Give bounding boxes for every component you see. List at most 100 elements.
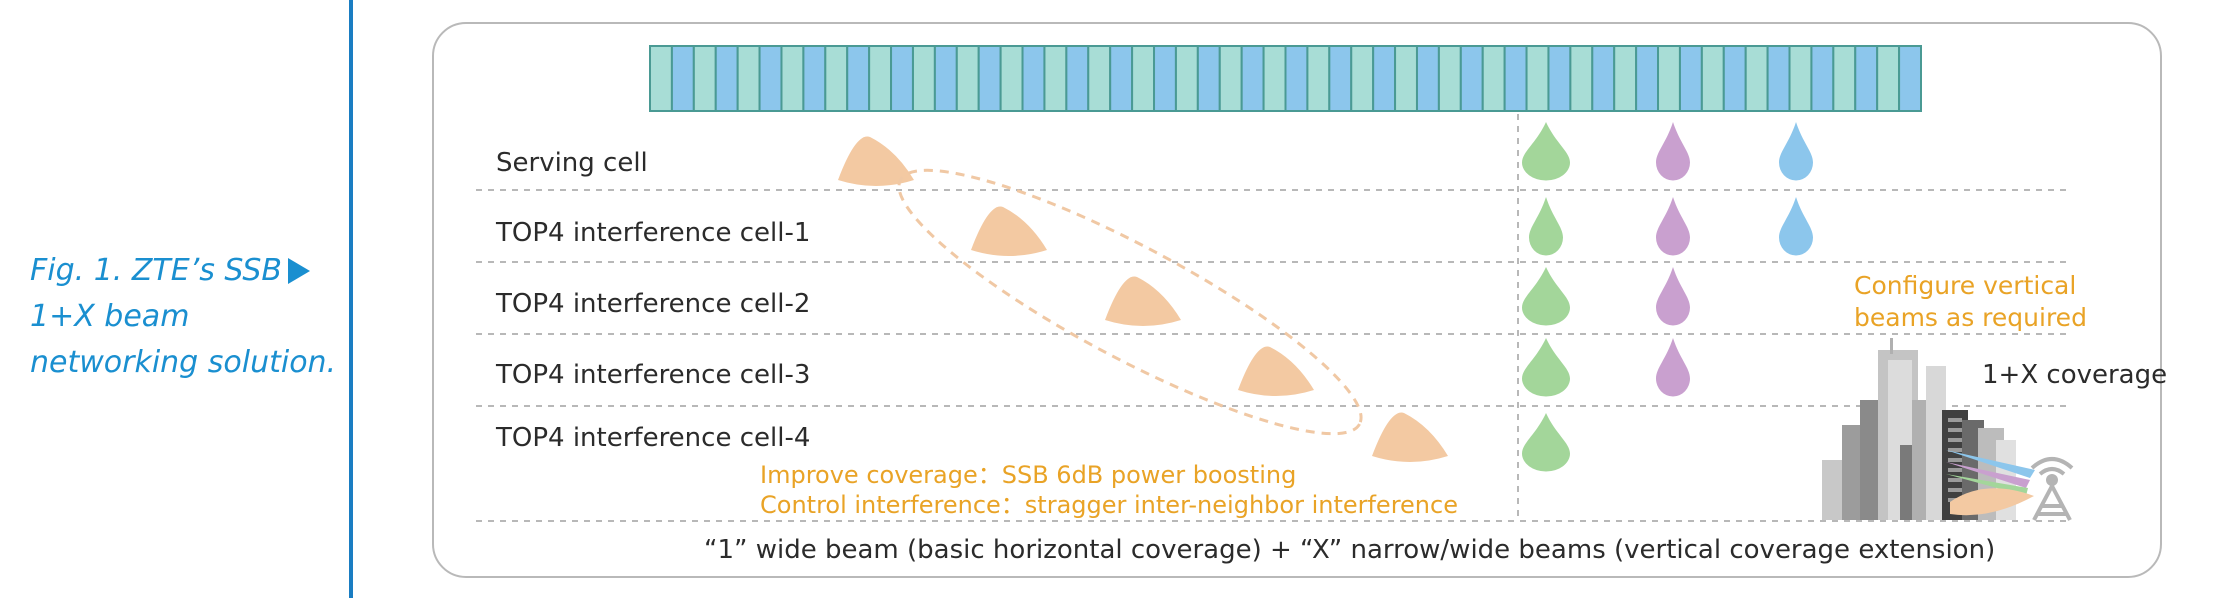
ssb-segment bbox=[1503, 45, 1528, 112]
building-window bbox=[1948, 418, 1962, 422]
ssb-bar bbox=[649, 45, 1922, 112]
ssb-segment bbox=[1262, 45, 1287, 112]
ssb-segment bbox=[1306, 45, 1331, 112]
coverage-label: 1+X coverage bbox=[1982, 360, 2168, 390]
ssb-segment bbox=[1109, 45, 1134, 112]
ssb-segment bbox=[1547, 45, 1572, 112]
wide-beam bbox=[1105, 276, 1181, 326]
ssb-segment bbox=[1043, 45, 1068, 112]
ssb-segment bbox=[1174, 45, 1199, 112]
ssb-segment bbox=[1525, 45, 1550, 112]
ssb-segment bbox=[1591, 45, 1616, 112]
ssb-segment bbox=[1437, 45, 1462, 112]
ssb-segment bbox=[1153, 45, 1177, 112]
ssb-segment bbox=[1087, 45, 1112, 112]
blue-narrow-beam bbox=[1779, 197, 1813, 256]
green-narrow-beam bbox=[1522, 122, 1570, 181]
ssb-segment bbox=[1021, 45, 1046, 112]
signal-wave bbox=[2038, 467, 2066, 476]
ssb-segment bbox=[1218, 45, 1243, 112]
green-narrow-beam bbox=[1529, 197, 1563, 256]
ssb-segment bbox=[911, 45, 936, 112]
ssb-segment bbox=[1854, 45, 1879, 112]
ssb-segment bbox=[1700, 45, 1725, 112]
ssb-segment bbox=[780, 45, 805, 112]
building-window bbox=[1948, 428, 1962, 432]
ssb-segment bbox=[1284, 45, 1309, 112]
row-label-interference-cell-1: TOP4 interference cell-1 bbox=[496, 218, 811, 248]
building-window bbox=[1948, 458, 1962, 462]
footer-caption: “1” wide beam (basic horizontal coverage… bbox=[704, 535, 1996, 565]
wide-beam-group bbox=[838, 136, 1448, 462]
ssb-segment bbox=[824, 45, 849, 112]
ssb-segment bbox=[758, 45, 783, 112]
ssb-segment bbox=[1678, 45, 1703, 112]
purple-narrow-beam bbox=[1656, 122, 1690, 181]
ssb-segment bbox=[1832, 45, 1857, 112]
antenna-tower-icon bbox=[2030, 457, 2074, 521]
ssb-segment bbox=[1240, 45, 1265, 112]
wide-beam bbox=[838, 136, 914, 186]
ssb-segment bbox=[1394, 45, 1418, 112]
ssb-segment bbox=[1635, 45, 1660, 112]
ssb-segment bbox=[1569, 45, 1594, 112]
building-window bbox=[1948, 478, 1962, 482]
ssb-segment bbox=[868, 45, 893, 112]
row-grid bbox=[476, 114, 2066, 522]
ssb-segment bbox=[1372, 45, 1397, 112]
caption-line-1: Fig. 1. ZTE’s SSB bbox=[30, 253, 282, 288]
ssb-segment bbox=[1810, 45, 1835, 112]
blue-narrow-beam bbox=[1779, 122, 1813, 181]
emitted-beam bbox=[1946, 462, 2030, 488]
caption-line-3: networking solution. bbox=[30, 345, 337, 380]
purple-narrow-beam bbox=[1656, 338, 1690, 397]
ssb-segment bbox=[1744, 45, 1769, 112]
ssb-segment bbox=[1459, 45, 1484, 112]
ssb-segment bbox=[1788, 45, 1813, 112]
ssb-segment bbox=[649, 45, 673, 112]
purple-narrow-beam bbox=[1656, 267, 1690, 326]
antenna-head bbox=[2046, 474, 2058, 486]
row-label-interference-cell-4: TOP4 interference cell-4 bbox=[496, 423, 811, 453]
ssb-segment bbox=[1065, 45, 1090, 112]
ssb-segment bbox=[736, 45, 761, 112]
ssb-segment bbox=[1876, 45, 1901, 112]
building-window bbox=[1948, 468, 1962, 472]
ssb-segment bbox=[1350, 45, 1375, 112]
row-label-interference-cell-2: TOP4 interference cell-2 bbox=[496, 289, 811, 319]
control-interference-note: Control interference：stragger inter-neig… bbox=[760, 491, 1458, 519]
ssb-segment bbox=[1722, 45, 1747, 112]
ssb-segment bbox=[846, 45, 871, 112]
wide-beam bbox=[971, 206, 1047, 256]
ssb-segment bbox=[670, 45, 695, 112]
ssb-segment bbox=[1613, 45, 1638, 112]
ssb-segment bbox=[890, 45, 914, 112]
ssb-segment bbox=[933, 45, 958, 112]
ssb-segment bbox=[1766, 45, 1791, 112]
ssb-segment bbox=[1415, 45, 1440, 112]
ssb-segment bbox=[692, 45, 717, 112]
caption-arrow-icon bbox=[288, 258, 310, 284]
figure-caption: Fig. 1. ZTE’s SSB 1+X beam networking so… bbox=[30, 248, 337, 386]
narrow-beam-group bbox=[1522, 122, 1813, 472]
ssb-segment bbox=[1196, 45, 1221, 112]
wide-beam bbox=[1238, 346, 1314, 396]
building-window bbox=[1948, 438, 1962, 442]
ssb-segment bbox=[977, 45, 1002, 112]
configure-vertical-line-1: Configure vertical bbox=[1854, 271, 2077, 300]
caption-divider-bar bbox=[349, 0, 353, 598]
building-window bbox=[1948, 448, 1962, 452]
ssb-segment bbox=[1328, 45, 1353, 112]
signal-wave bbox=[2030, 457, 2074, 470]
city-buildings-icon bbox=[1822, 338, 2035, 520]
green-narrow-beam bbox=[1522, 267, 1570, 326]
configure-vertical-note: Configure vertical beams as required bbox=[1854, 270, 2087, 334]
tower-frame bbox=[2032, 485, 2072, 521]
ssb-segment bbox=[1481, 45, 1506, 112]
configure-vertical-line-2: beams as required bbox=[1854, 303, 2087, 332]
emitted-beam bbox=[1946, 450, 2035, 478]
emitted-beam bbox=[1950, 488, 2034, 516]
ssb-segment bbox=[1131, 45, 1156, 112]
ssb-segment bbox=[714, 45, 739, 112]
